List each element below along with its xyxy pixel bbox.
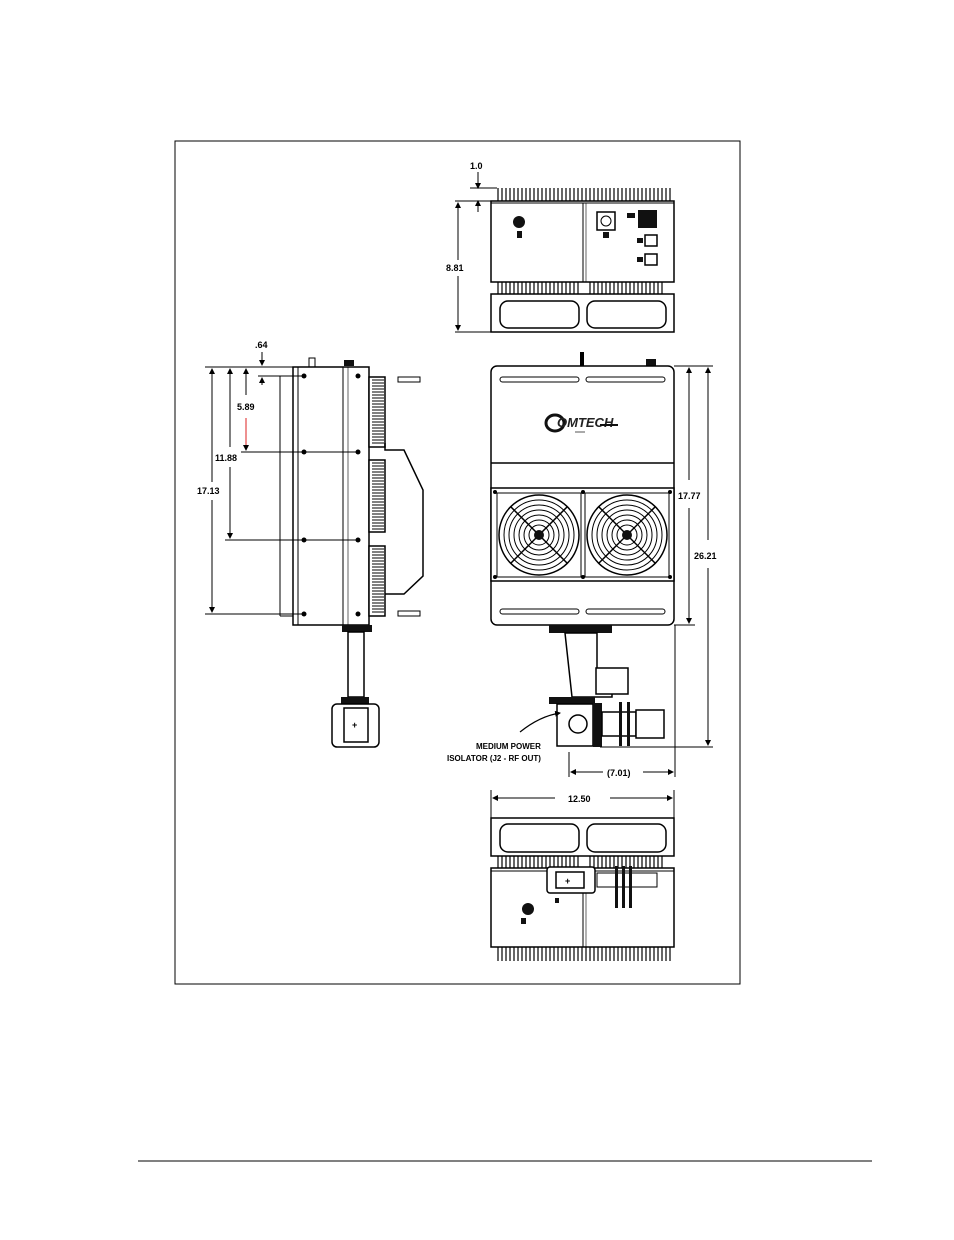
dim-side-mount-2: 11.88	[215, 453, 237, 463]
dim-front-body-height: 17.77	[678, 491, 701, 501]
dim-isolator-offset: (7.01)	[607, 768, 631, 778]
front-view: OMTECH	[447, 352, 717, 778]
top-view: 1.0 8.81	[446, 161, 674, 332]
port-icon	[638, 210, 657, 228]
dim-top-height: 8.81	[446, 263, 464, 273]
side-view: + .64 5.89 11.88 17.13	[197, 340, 423, 747]
isolator-label-line1: MEDIUM POWER	[476, 742, 541, 751]
fan-right	[585, 493, 669, 577]
dim-side-mount-1: 5.89	[237, 402, 255, 412]
top-handle-frame	[491, 294, 674, 332]
dim-side-offset: .64	[255, 340, 268, 350]
bottom-view: 12.50 +	[491, 790, 674, 961]
dim-front-overall-height: 26.21	[694, 551, 717, 561]
isolator-label-line2: ISOLATOR (J2 - RF OUT)	[447, 754, 541, 763]
svg-text:+: +	[565, 876, 570, 886]
figure-frame	[175, 141, 740, 984]
side-body	[293, 367, 369, 625]
connector-icon	[513, 216, 525, 228]
dim-top-gap: 1.0	[470, 161, 483, 171]
power-connector-icon	[597, 212, 615, 230]
dim-bottom-width: 12.50	[568, 794, 591, 804]
svg-text:+: +	[352, 720, 357, 730]
top-view-heatsink-fins	[498, 188, 670, 201]
fan-left	[497, 493, 581, 577]
dim-side-mount-3: 17.13	[197, 486, 220, 496]
comtech-logo: OMTECH	[544, 413, 618, 433]
bottom-handle-frame	[491, 818, 674, 856]
brand-text: OMTECH	[557, 415, 614, 430]
